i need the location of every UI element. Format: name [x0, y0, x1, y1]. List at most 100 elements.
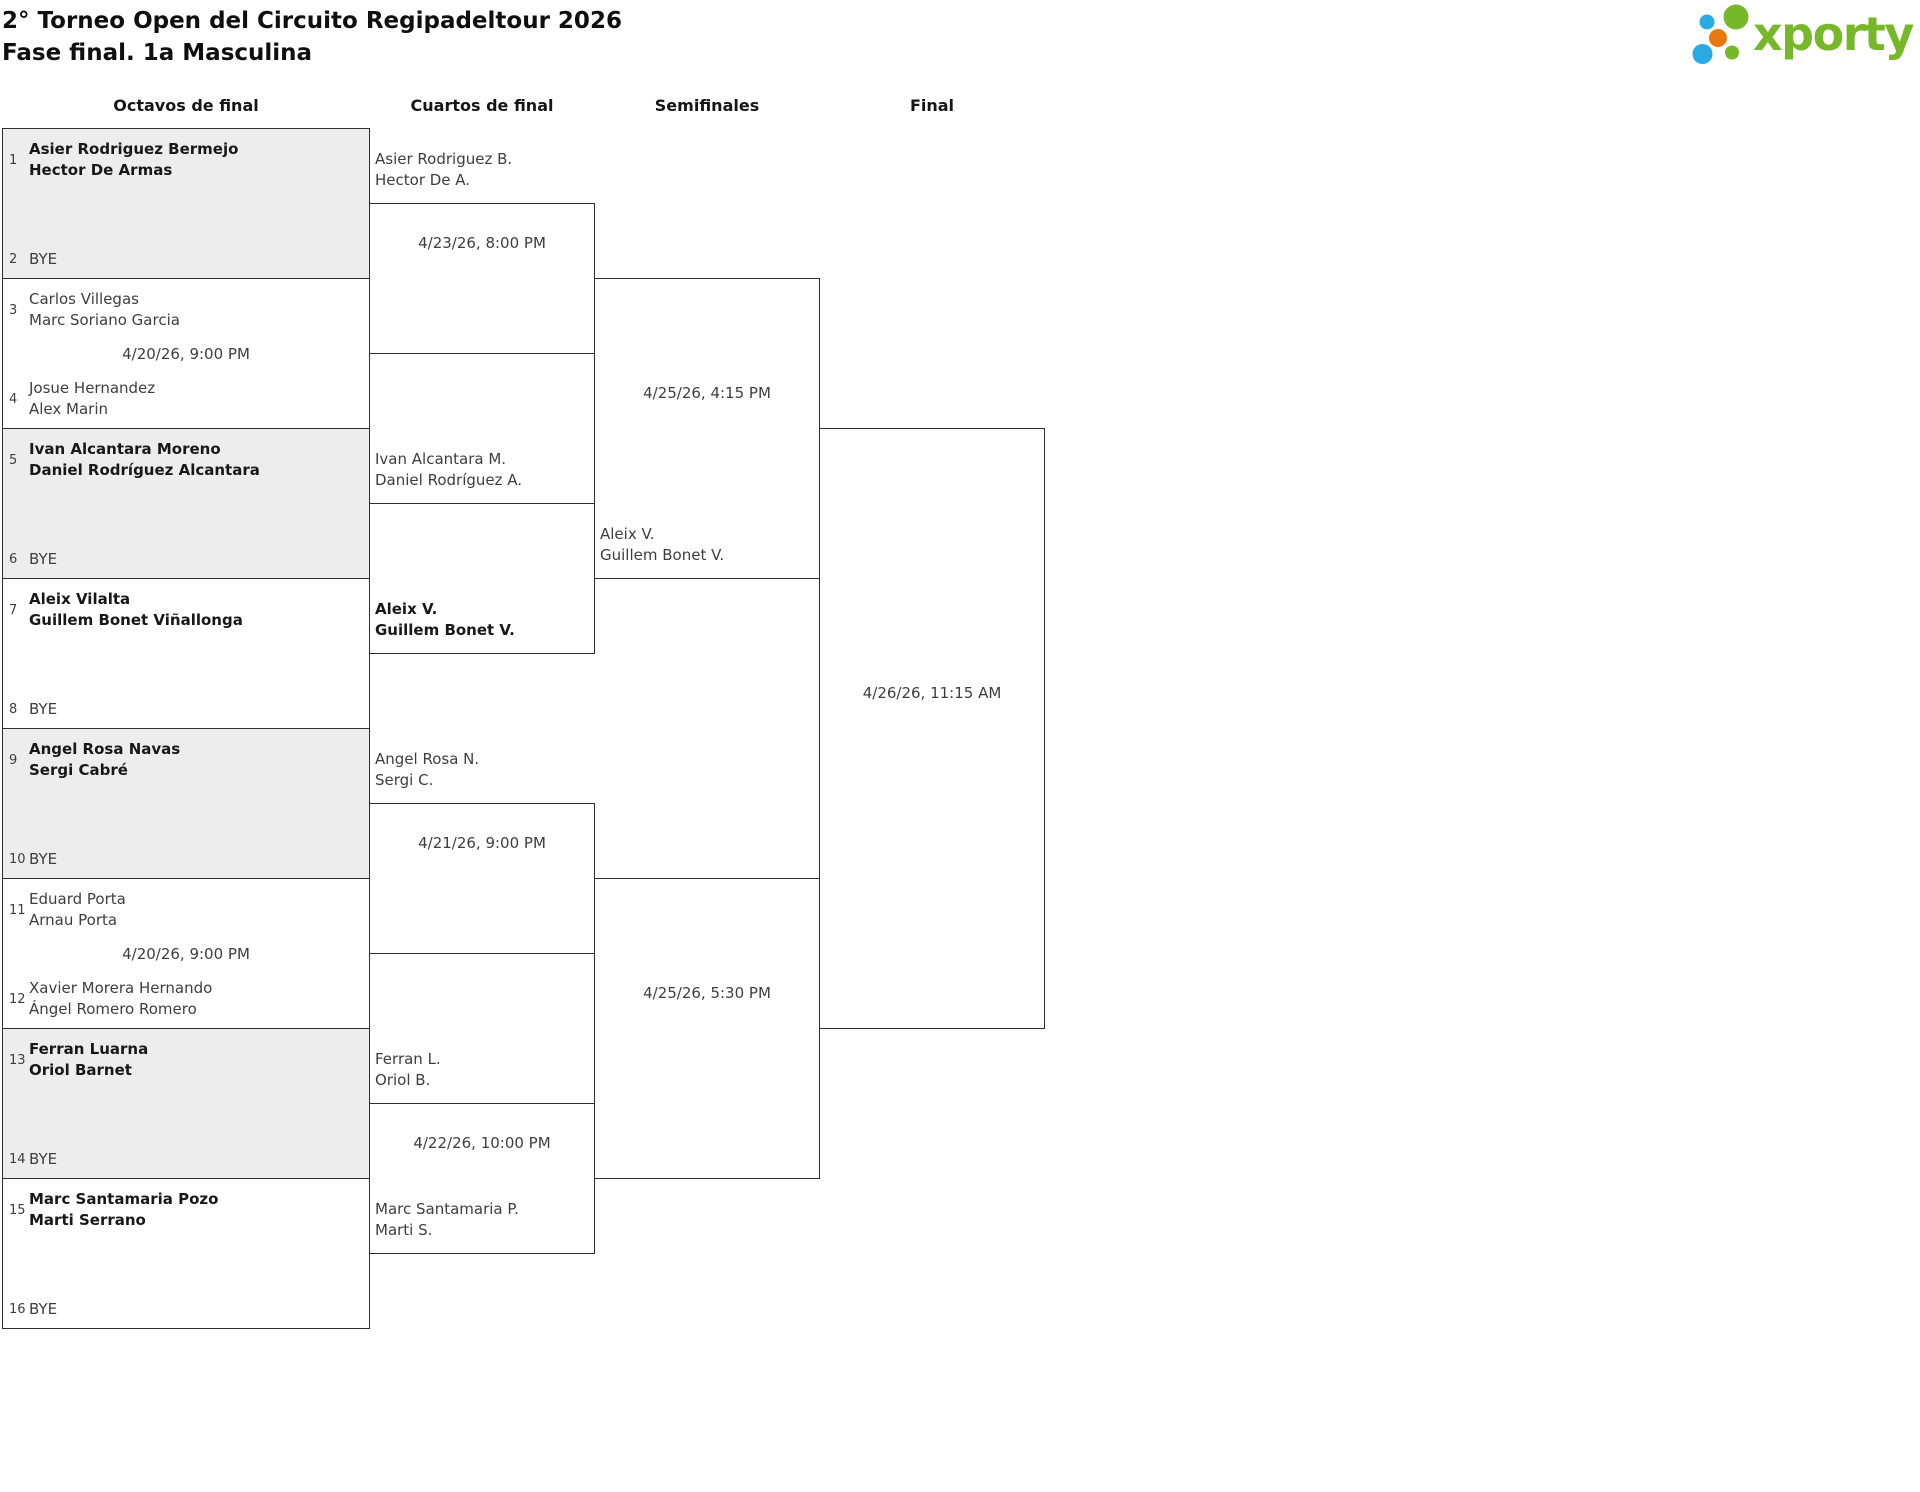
team-name: Asier Rodriguez B. Hector De A. [375, 149, 512, 191]
round-header-octavos: Octavos de final [113, 96, 259, 115]
seed-number: 8 [9, 702, 18, 717]
tournament-title-line1: 2° Torneo Open del Circuito Regipadeltou… [2, 8, 622, 34]
team-name-line: Ivan Alcantara Moreno [29, 440, 221, 458]
team-name-line: Alex Marin [29, 400, 109, 418]
logo-dot-big-green [1723, 4, 1749, 30]
logo-dot-big-blue [1692, 44, 1713, 64]
team-name: Angel Rosa N.Sergi C. [375, 749, 479, 791]
seed-number: 5 [9, 452, 18, 468]
xporty-logo[interactable]: xporty [1680, 0, 1920, 70]
team-name-line: Marc Soriano Garcia [29, 311, 180, 329]
match-time: 4/22/26, 10:00 PM [413, 1134, 551, 1152]
team-name-line: Aleix V. [375, 600, 438, 618]
seed-number: 1 [9, 152, 18, 168]
seed-number: 6 [9, 552, 18, 567]
team-name-line: Ferran Luarna [29, 1040, 149, 1058]
team-name: BYE [29, 699, 57, 720]
team-name-line: Aleix Vilalta [29, 590, 131, 608]
seed-number: 13 [9, 1052, 26, 1068]
team-name-line: Marc Santamaria P. [375, 1200, 519, 1218]
xporty-logo-text: xporty [1753, 7, 1914, 61]
round-header-cuartos: Cuartos de final [410, 96, 554, 115]
match-time: 4/26/26, 11:15 AM [862, 684, 1002, 702]
team-name-line: BYE [29, 1150, 58, 1168]
xporty-logo-mark [1692, 4, 1749, 64]
seed-number: 12 [9, 991, 26, 1007]
seed-number: 4 [9, 391, 18, 407]
team-name-line: Marti S. [375, 1221, 433, 1239]
team-name: BYE [29, 249, 57, 270]
team-name-line: Daniel Rodríguez A. [375, 471, 523, 489]
seed-number: 11 [9, 902, 26, 918]
team-name-line: Asier Rodriguez Bermejo [29, 140, 239, 158]
team-name: Ivan Alcantara M.Daniel Rodríguez A. [375, 449, 522, 491]
team-name-line: Hector De Armas [29, 161, 173, 179]
team-name-line: Eduard Porta [29, 890, 126, 908]
team-name-line: Marti Serrano [29, 1211, 146, 1229]
team-name: BYE [29, 549, 57, 570]
team-name-line: BYE [29, 850, 58, 868]
match-time: 4/25/26, 5:30 PM [643, 984, 771, 1002]
team-name-line: Ángel Romero Romero [29, 1000, 197, 1018]
seed-number: 2 [9, 252, 18, 267]
team-name-line: Hector De A. [375, 171, 471, 189]
team-name-line: Oriol Barnet [29, 1061, 132, 1079]
match-time: 4/21/26, 9:00 PM [418, 834, 546, 852]
team-name-line: Marc Santamaria Pozo [29, 1190, 219, 1208]
team-name: Aleix V.Guillem Bonet V. [600, 524, 724, 566]
match-time: 4/20/26, 9:00 PM [122, 345, 250, 363]
team-name-line: Arnau Porta [29, 911, 118, 929]
team-name-line: Daniel Rodríguez Alcantara [29, 461, 260, 479]
participant-row: 8 BYE [9, 699, 365, 720]
team-name: BYE [29, 1299, 57, 1320]
team-name: Ferran L.Oriol B. [375, 1049, 441, 1091]
team-name-line: Asier Rodriguez B. [375, 150, 513, 168]
logo-dot-small-green [1725, 45, 1739, 60]
team-name: BYE [29, 1149, 57, 1170]
seed-number: 9 [9, 752, 18, 768]
team-name-line: Oriol B. [375, 1071, 431, 1089]
team-name-line: BYE [29, 250, 58, 268]
match-connector-semifinales-2 [594, 878, 820, 1179]
match-time: 4/23/26, 8:00 PM [418, 234, 546, 252]
seed-number: 14 [9, 1152, 26, 1167]
round-header-semifinales: Semifinales [654, 96, 760, 115]
match-time: 4/25/26, 4:15 PM [643, 384, 771, 402]
team-name-line: Angel Rosa Navas [29, 740, 181, 758]
team-name: BYE [29, 849, 57, 870]
team-name-line: BYE [29, 1300, 58, 1318]
seed-number: 10 [9, 852, 26, 867]
seed-number: 16 [9, 1302, 26, 1317]
round-header-final: Final [909, 96, 955, 115]
team-name-line: Xavier Morera Hernando [29, 979, 213, 997]
participant-row: 2 BYE [9, 249, 365, 270]
tournament-title: 2° Torneo Open del Circuito Regipadeltou… [2, 5, 622, 69]
